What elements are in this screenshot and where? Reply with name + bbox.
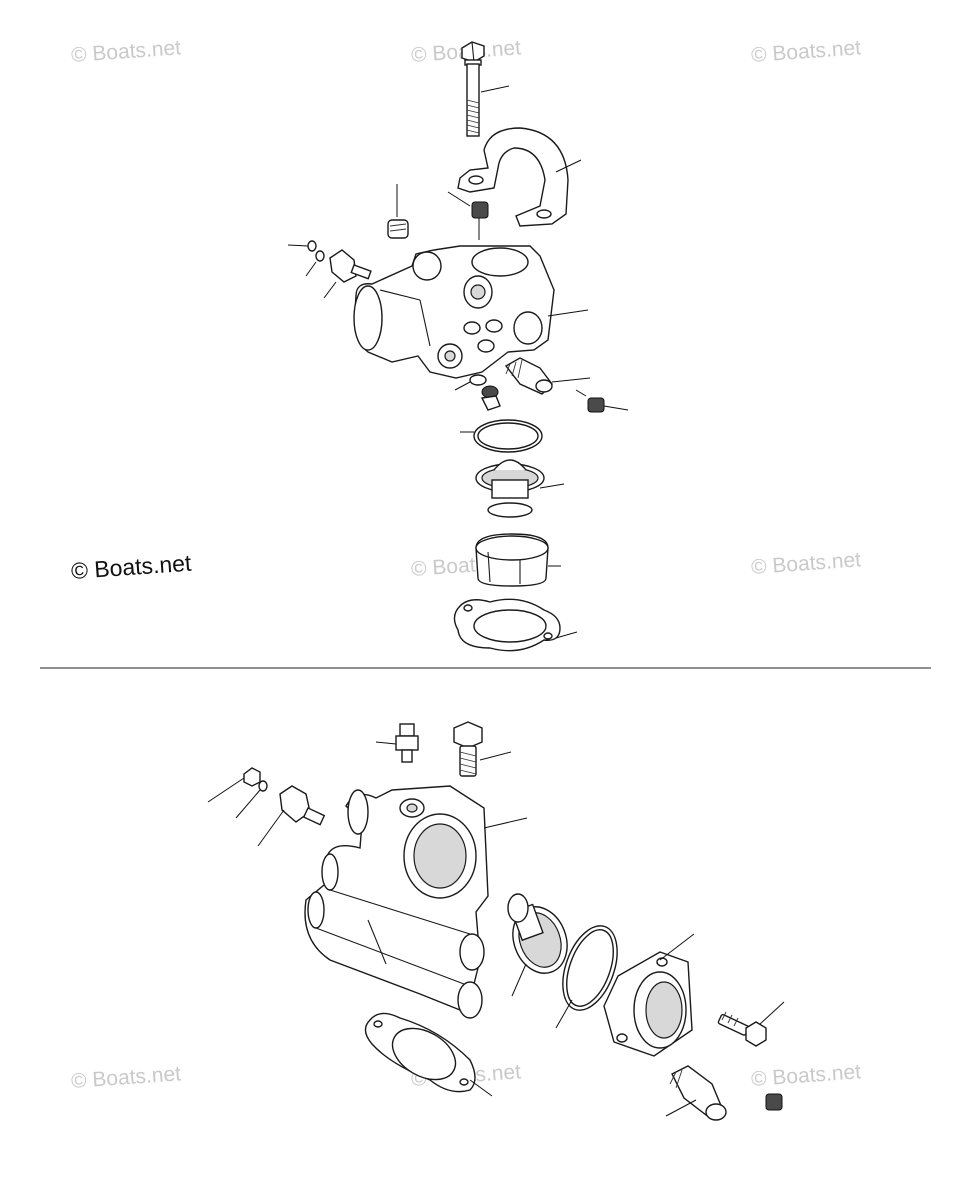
upper-bracket: [457, 127, 582, 227]
lower-left-sensor-group: [207, 767, 326, 847]
upper-sleeve: [475, 533, 561, 587]
upper-left-sensor-group: [287, 240, 372, 299]
upper-thermostat-assembly: [287, 41, 629, 652]
upper-plug-b: [387, 184, 409, 239]
upper-long-bolt: [461, 41, 510, 137]
upper-right-sensor: [504, 357, 591, 395]
upper-large-o-ring: [460, 419, 543, 453]
lower-outlet-cover: [603, 933, 695, 1057]
lower-gasket: [364, 1012, 493, 1097]
upper-gasket: [453, 598, 578, 652]
upper-housing: [353, 245, 589, 379]
upper-bleed-screw: [480, 385, 501, 411]
lower-right-sensor: [665, 1065, 727, 1121]
lower-housing: [304, 785, 528, 1019]
lower-o-ring: [555, 925, 618, 1029]
lower-right-bolt: [717, 1001, 785, 1047]
lower-top-fitting: [375, 723, 419, 763]
upper-small-o-ring: [454, 374, 487, 391]
upper-plug-c: [575, 389, 629, 413]
lower-thermostat-assembly: [207, 721, 785, 1121]
lower-thermostat: [507, 893, 568, 997]
lower-top-bolt: [453, 721, 512, 777]
upper-plug-a: [447, 191, 489, 240]
lower-plug: [765, 1093, 783, 1111]
upper-thermostat: [475, 459, 565, 518]
